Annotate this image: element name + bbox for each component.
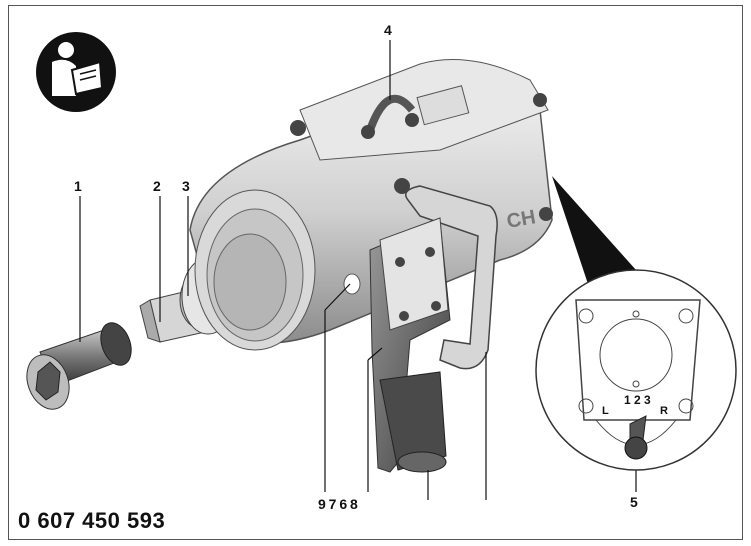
callout-1: 1 [74,178,82,194]
selector-left-label: L [602,405,609,417]
selector-detail: L R 1 2 3 [535,269,737,471]
brand-marking: CH [505,206,537,233]
socket [26,322,132,410]
callout-4: 4 [384,22,392,38]
callout-3: 3 [182,178,190,194]
grip-handle [343,185,498,473]
read-manual-icon [36,32,116,112]
figure-frame [8,5,743,540]
selector-right-label: R [660,405,668,417]
callout-2: 2 [153,178,161,194]
leader-lines [79,40,637,500]
part-number: 0 607 450 593 [18,508,166,533]
callout-5: 5 [630,494,638,510]
detail-zoom-cone [552,176,636,290]
motor-housing: CH [189,59,553,351]
callout-group-9768: 9 7 6 8 [318,496,358,512]
selector-position-labels: 1 2 3 [624,393,651,407]
